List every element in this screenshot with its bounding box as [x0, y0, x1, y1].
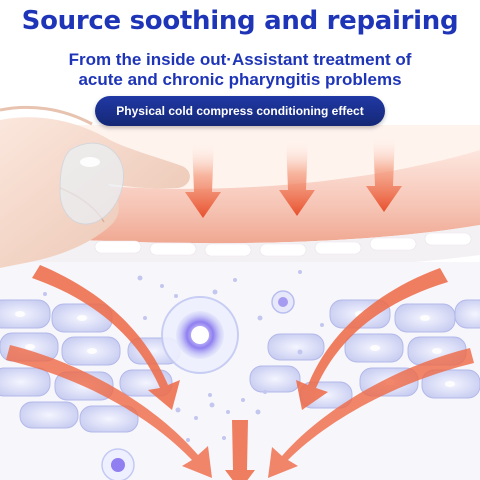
- micro-particles: [43, 270, 324, 442]
- down-arrows: [185, 134, 402, 218]
- subheadline: From the inside out·Assistant treatment …: [0, 50, 480, 90]
- effect-badge-label: Physical cold compress conditioning effe…: [116, 104, 364, 118]
- arrow-icon: [279, 138, 315, 216]
- cell-layer-illustration: [0, 299, 480, 433]
- headline: Source soothing and repairing: [21, 6, 459, 36]
- subheadline-line-1: From the inside out·Assistant treatment …: [68, 50, 412, 69]
- arrow-icon: [366, 134, 402, 212]
- converging-arrows: [6, 265, 474, 480]
- gel-patch-image: [59, 142, 125, 225]
- tissue-membrane: [0, 150, 480, 244]
- arrow-icon: [185, 140, 221, 218]
- active-ingredient-bubble: [101, 290, 295, 480]
- membrane-cells: [94, 232, 472, 257]
- subheadline-line-2: acute and chronic pharyngitis problems: [78, 70, 402, 89]
- effect-badge: Physical cold compress conditioning effe…: [95, 96, 385, 126]
